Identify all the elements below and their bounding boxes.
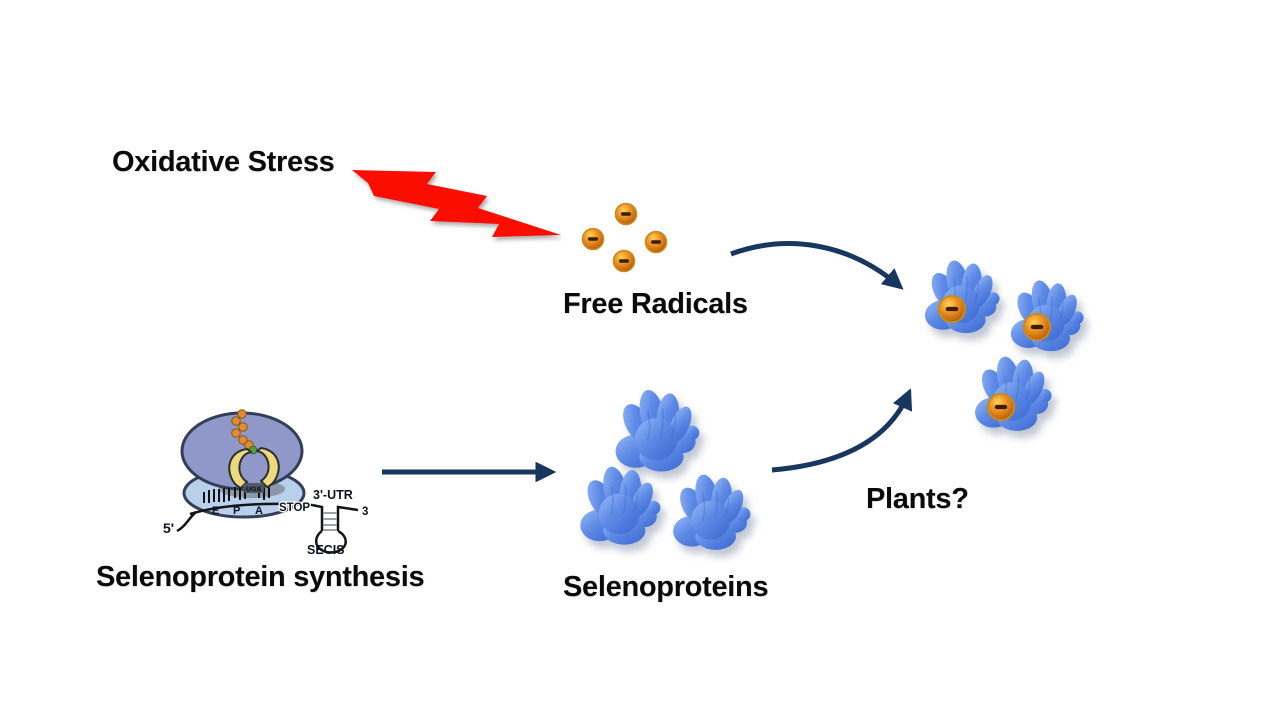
selenoprotein-icon [614,386,700,473]
selenoprotein-synthesis-label: Selenoprotein synthesis [96,561,425,593]
selenoprotein-cluster [579,386,752,551]
uga-codon-patch [243,483,264,493]
selenoprotein-radical-complexes [924,257,1085,432]
captured-free-radical-icon [937,294,967,324]
free-radicals-label: Free Radicals [563,288,748,320]
free-radical-icon [581,227,605,251]
a-site-label: A [255,505,263,517]
trna-icons [228,447,280,500]
peptide-chain-icon [231,409,258,455]
stop-codon-label: STOP [279,502,310,514]
arrow-selenoproteins-to-complex [771,388,913,473]
p-site-label: P [233,505,240,517]
three-utr-label: 3'-UTR [313,488,353,502]
secis-loop [314,529,347,554]
secis-label: SECIS [307,543,345,557]
e-site-label: E [212,505,219,517]
mrna-strand [176,502,359,554]
captured-free-radical-icon [1022,312,1052,342]
free-radical-particles [581,202,668,273]
selenoprotein-icon [1010,277,1085,352]
captured-free-radical-icon [986,392,1016,422]
selenoprotein-icon [579,463,662,546]
free-radical-icon [612,249,636,273]
three-end-label: 3 [362,506,368,518]
mrna-codon-ticks [203,488,230,503]
ribosome-illustration: UGA 5' E P A STOP 3'-UTR 3 SECIS [163,409,368,557]
selenoprotein-icon [672,471,752,551]
secis-stem-rungs [323,512,337,531]
free-radical-icon [644,230,668,254]
selenoprotein-icon [924,257,1001,334]
arrow-free-radicals-to-complex [730,241,904,290]
selenoproteins-label: Selenoproteins [563,571,769,603]
free-radical-icon [614,202,638,226]
plants-question-label: Plants? [866,483,969,515]
oxidative-stress-label: Oxidative Stress [112,146,335,178]
lightning-bolt-icon [352,170,561,237]
five-prime-label: 5' [163,520,174,536]
uga-codon-label: UGA [246,487,262,494]
selenoprotein-icon [974,353,1053,432]
